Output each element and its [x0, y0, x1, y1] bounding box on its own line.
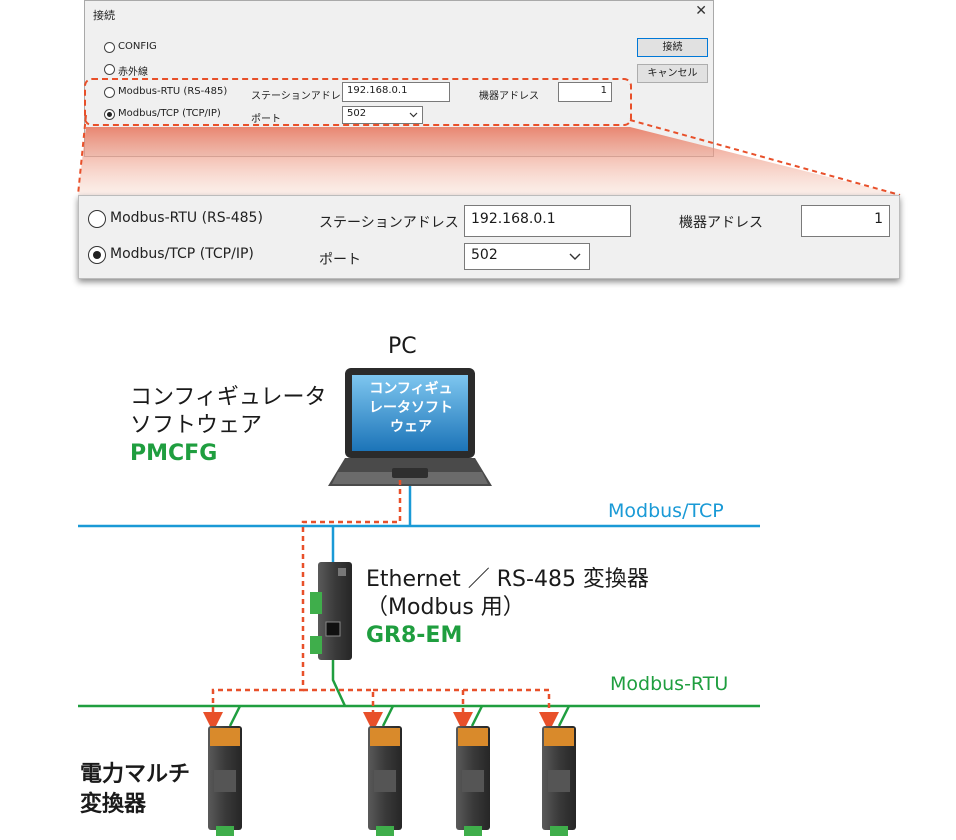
zoom-option-modbus-rtu-label: Modbus-RTU (RS-485) — [110, 210, 263, 226]
meter-device-icon-2 — [368, 726, 402, 836]
option-infrared-label: 赤外線 — [118, 67, 148, 78]
network-diagram — [78, 368, 760, 836]
close-icon[interactable]: ✕ — [695, 3, 707, 19]
converter-label-line-1: Ethernet ／ RS-485 変換器 — [366, 567, 649, 592]
callout-graphics — [77, 114, 901, 196]
connect-button[interactable]: 接続 — [637, 38, 708, 57]
zoom-station-address-label: ステーションアドレス — [319, 215, 459, 231]
meter-label-line-2: 変換器 — [80, 792, 147, 817]
meter-2-drop — [381, 705, 395, 727]
station-address-input[interactable]: 192.168.0.1 — [342, 82, 450, 102]
option-modbus-tcp-label: Modbus/TCP (TCP/IP) — [118, 108, 221, 119]
meter-device-icon-3 — [456, 726, 490, 836]
meter-device-icon-1 — [208, 726, 242, 836]
port-value: 502 — [347, 108, 367, 119]
zoom-radio-modbus-rtu[interactable] — [88, 210, 106, 228]
zoom-port-label: ポート — [319, 252, 361, 268]
dialog-title: 接続 — [93, 9, 115, 22]
software-label-line-1: コンフィギュレータ — [130, 385, 327, 410]
highlight-box — [84, 78, 632, 126]
software-name: PMCFG — [130, 441, 218, 466]
callout-connector-left — [77, 114, 87, 196]
comm-path-meter-4 — [463, 688, 559, 732]
converter-label: Ethernet ／ RS-485 変換器 （Modbus 用） GR8-EM — [366, 566, 649, 650]
modbus-rtu-label: Modbus-RTU — [610, 673, 729, 695]
station-address-label: ステーションアドレス — [251, 91, 351, 102]
radio-modbus-rtu[interactable] — [104, 87, 115, 98]
zoom-radio-modbus-tcp[interactable] — [88, 246, 106, 264]
callout-funnel — [78, 127, 900, 195]
meter-label-line-1: 電力マルチ — [80, 762, 191, 787]
radio-modbus-tcp[interactable] — [104, 109, 115, 120]
software-label: コンフィギュレータ ソフトウェア PMCFG — [130, 384, 326, 468]
comm-path-meter-2 — [303, 688, 383, 732]
converter-device-icon — [310, 562, 352, 660]
radio-infrared[interactable] — [104, 64, 115, 75]
zoom-device-address-label: 機器アドレス — [679, 215, 763, 231]
meter-3-drop — [470, 705, 484, 727]
port-select[interactable]: 502 — [342, 106, 423, 124]
callout-connector-right — [629, 119, 901, 196]
meter-label: 電力マルチ 変換器 — [80, 760, 190, 820]
option-config-label: CONFIG — [118, 41, 157, 52]
laptop-screen-line-3: ウェア — [390, 419, 432, 435]
zoom-port-value: 502 — [471, 247, 498, 263]
chevron-down-icon — [409, 112, 418, 118]
cancel-button[interactable]: キャンセル — [637, 64, 708, 83]
device-address-label: 機器アドレス — [479, 91, 539, 102]
zoom-station-address-input[interactable]: 192.168.0.1 — [464, 205, 631, 237]
zoom-panel: Modbus-RTU (RS-485) Modbus/TCP (TCP/IP) … — [78, 195, 900, 279]
laptop-screen-line-2: レータソフト — [369, 400, 453, 416]
modbus-tcp-label: Modbus/TCP — [608, 500, 724, 522]
pc-label: PC — [388, 334, 417, 359]
converter-label-line-2: （Modbus 用） — [366, 595, 525, 620]
port-label: ポート — [251, 114, 281, 125]
laptop-icon — [328, 368, 492, 486]
converter-rtu-link — [331, 660, 347, 707]
software-label-line-2: ソフトウェア — [130, 413, 263, 438]
laptop-screen-text: コンフィギュ レータソフト ウェア — [356, 380, 466, 437]
laptop-screen-line-1: コンフィギュ — [369, 381, 453, 397]
radio-config[interactable] — [104, 42, 115, 53]
zoom-option-modbus-tcp-label: Modbus/TCP (TCP/IP) — [110, 246, 254, 262]
converter-name: GR8-EM — [366, 623, 463, 648]
zoom-device-address-input[interactable]: 1 — [801, 205, 890, 237]
chevron-down-icon — [569, 253, 581, 260]
meter-device-icon-4 — [542, 726, 576, 836]
zoom-port-select[interactable]: 502 — [464, 243, 590, 270]
option-modbus-rtu-label: Modbus-RTU (RS-485) — [118, 86, 228, 97]
meter-1-drop — [228, 705, 242, 727]
device-address-input[interactable]: 1 — [558, 82, 612, 102]
meter-4-drop — [557, 705, 571, 727]
